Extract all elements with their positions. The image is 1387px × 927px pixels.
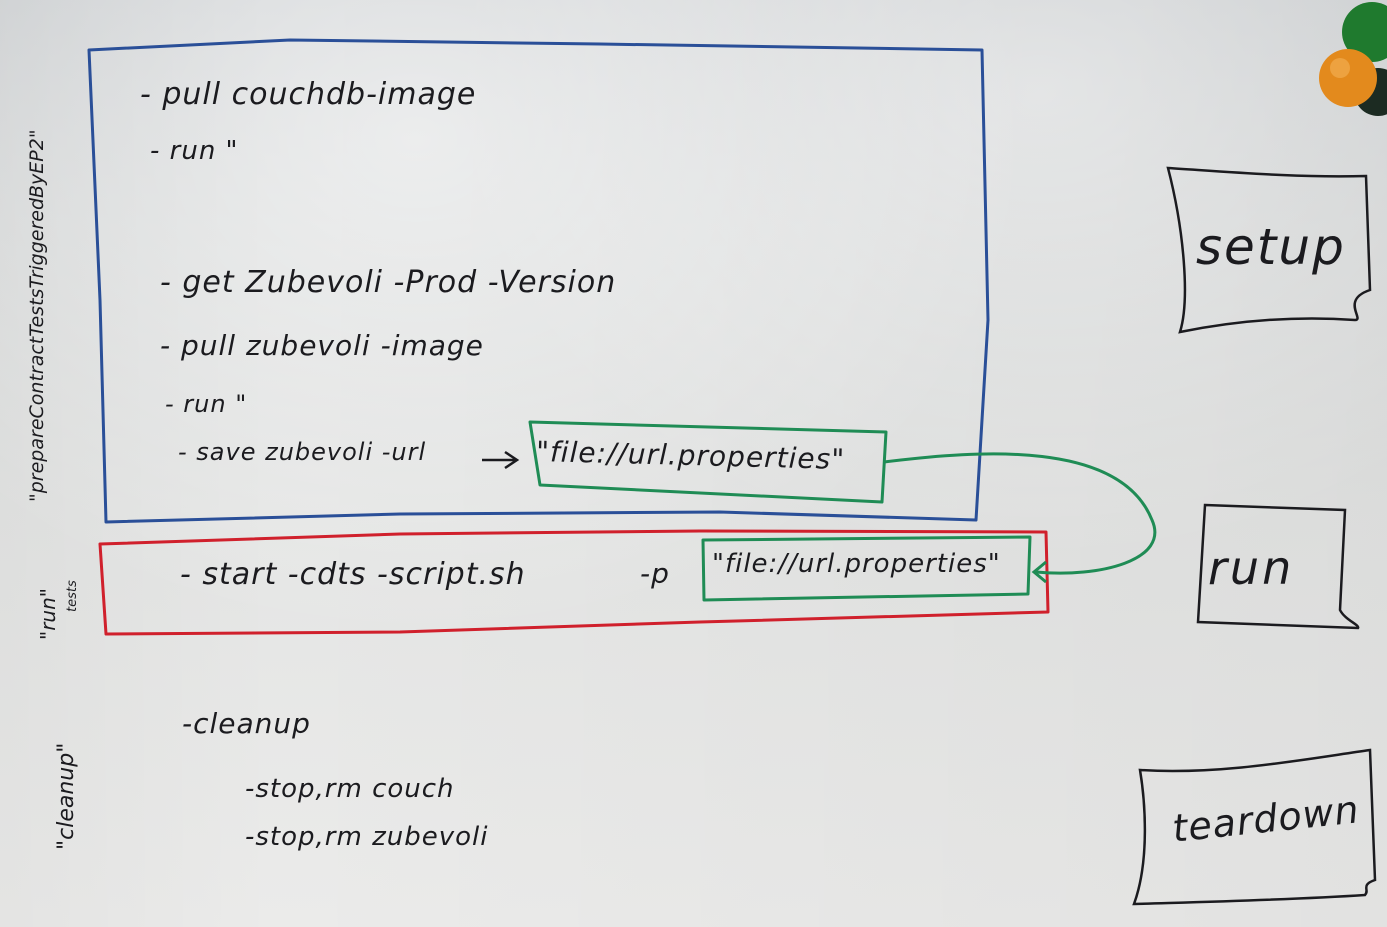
cleanup-line-2: -stop,rm couch [245, 774, 455, 804]
setup-line-5: - run " [165, 390, 248, 418]
run-stage-label: run [1208, 541, 1295, 595]
orange-magnet [1319, 49, 1377, 107]
cleanup-line-3: -stop,rm zubevoli [245, 822, 489, 852]
setup-line-3: - get Zubevoli -Prod -Version [160, 265, 617, 300]
run-vertical-sublabel: tests [65, 580, 80, 612]
run-red-box [98, 529, 1050, 636]
setup-file-text: "file://url.properties" [535, 434, 846, 477]
run-file-text: "file://url.properties" [712, 549, 1001, 579]
setup-line-1: - pull couchdb-image [140, 77, 477, 112]
save-arrow [482, 450, 520, 470]
run-file-green-box [701, 535, 1032, 602]
cleanup-line-1: -cleanup [182, 707, 311, 740]
teardown-stage-box [1132, 748, 1377, 906]
setup-vertical-label: "prepareContractTestsTriggeredByEP2" [26, 129, 48, 502]
setup-line-4: - pull zubevoli -image [160, 329, 484, 362]
green-connector-arrow [883, 452, 1157, 575]
green-magnet [1342, 2, 1387, 62]
setup-line-2: - run " [150, 136, 239, 166]
setup-blue-box [87, 38, 990, 524]
setup-stage-label: setup [1196, 218, 1346, 276]
setup-line-6: - save zubevoli -url [178, 438, 427, 466]
run-vertical-label: "run" [36, 588, 60, 640]
setup-stage-box [1166, 166, 1372, 334]
run-stage-box [1196, 503, 1360, 630]
run-flag-text: -p [640, 557, 670, 590]
run-command-text: - start -cdts -script.sh [180, 557, 526, 592]
setup-file-green-box [528, 420, 888, 504]
cleanup-vertical-label: "cleanup" [54, 742, 79, 850]
